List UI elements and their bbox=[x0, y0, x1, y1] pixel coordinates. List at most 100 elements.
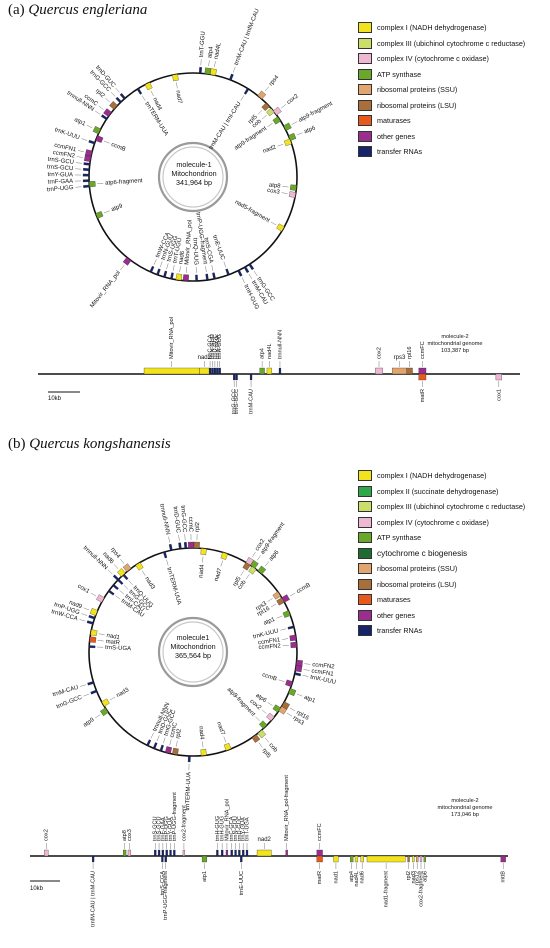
gene-leader bbox=[176, 82, 178, 89]
gene-label: Mitovir_RNA_pol bbox=[89, 270, 121, 309]
gene-label: trnQ-UUG bbox=[192, 238, 199, 266]
gene-label: trnY-GUA bbox=[168, 817, 174, 841]
gene-label: rpl2 bbox=[406, 871, 412, 880]
gene-leader bbox=[286, 712, 293, 717]
gene-block bbox=[44, 849, 49, 857]
gene-block bbox=[208, 367, 212, 375]
legend-item: complex I (NADH dehydrogenase) bbox=[358, 468, 548, 484]
gene-block bbox=[172, 73, 179, 82]
gene-leader bbox=[98, 105, 104, 110]
gene-leader bbox=[115, 595, 121, 600]
panel-a-label: (a) bbox=[8, 2, 25, 18]
gene-label: ccmB bbox=[261, 672, 277, 682]
gene-block bbox=[256, 849, 272, 857]
gene-block bbox=[172, 747, 179, 756]
gene-block bbox=[243, 266, 250, 274]
legend-swatch bbox=[358, 578, 372, 590]
gene-label: atp1 bbox=[263, 617, 277, 627]
legend-item: ribosomal proteins (LSU) bbox=[358, 98, 548, 114]
legend-swatch bbox=[358, 485, 372, 497]
gene-leader bbox=[103, 140, 110, 144]
gene-leader bbox=[232, 66, 236, 73]
gene-label: trnnull-NNN bbox=[277, 330, 283, 359]
gene-leader bbox=[119, 590, 125, 595]
legend-item: ATP synthase bbox=[358, 67, 548, 83]
gene-label: rps12 bbox=[415, 871, 421, 885]
gene-leader bbox=[123, 585, 129, 590]
gene-block bbox=[95, 211, 104, 219]
gene-block bbox=[103, 108, 112, 117]
gene-label: trnS-CGA bbox=[202, 237, 213, 264]
gene-block bbox=[295, 659, 303, 667]
gene-block bbox=[495, 373, 502, 381]
gene-block bbox=[115, 96, 122, 104]
gene-block bbox=[230, 849, 233, 857]
gene-block bbox=[86, 620, 94, 625]
gene-label: ccmFN2 bbox=[258, 643, 281, 651]
gene-label: nad7 bbox=[215, 721, 225, 736]
legend-item: other genes bbox=[358, 608, 548, 624]
gene-label: nad1 bbox=[106, 633, 121, 642]
gene-block bbox=[294, 672, 302, 677]
legend-label: complex I (NADH dehydrogenase) bbox=[377, 471, 487, 481]
gene-label: trnD-GUC bbox=[237, 816, 243, 841]
gene-label: cox3 bbox=[267, 188, 281, 196]
gene-block bbox=[90, 689, 98, 695]
legend-label: ribosomal proteins (LSU) bbox=[377, 100, 457, 110]
gene-label: rpl2 bbox=[195, 521, 201, 532]
legend-item: complex I (NADH dehydrogenase) bbox=[358, 20, 548, 36]
gene-leader bbox=[304, 663, 311, 665]
legend-label: ATP synthase bbox=[377, 69, 422, 79]
gene-label: cox2-fragment bbox=[181, 805, 187, 841]
gene-block bbox=[419, 855, 423, 863]
gene-label: trnG-GCC bbox=[234, 389, 240, 414]
legend-label: transfer RNAs bbox=[377, 147, 423, 157]
gene-block bbox=[248, 263, 255, 271]
gene-leader bbox=[81, 613, 88, 616]
gene-label: ccmC bbox=[169, 721, 179, 738]
gene-block bbox=[407, 855, 410, 863]
gene-label: trnM-CAU bbox=[249, 389, 255, 414]
molecule1-name: molecule-1 bbox=[176, 160, 212, 169]
gene-block bbox=[119, 93, 126, 100]
gene-block bbox=[418, 367, 427, 375]
gene-label: nad1 bbox=[333, 871, 339, 883]
gene-leader bbox=[75, 162, 82, 164]
molecule2-type: mitochondrial genome bbox=[427, 341, 483, 347]
gene-block bbox=[82, 179, 90, 183]
gene-label: trnK-UUU bbox=[310, 675, 337, 686]
gene-leader bbox=[264, 86, 270, 92]
legend-item: ribosomal proteins (SSU) bbox=[358, 561, 548, 577]
gene-leader bbox=[205, 266, 207, 273]
gene-block bbox=[283, 122, 292, 131]
inner-ring-inner bbox=[162, 146, 224, 208]
gene-leader bbox=[176, 740, 178, 747]
gene-block bbox=[249, 373, 253, 381]
panel-b-label: (b) bbox=[8, 436, 26, 452]
gene-block bbox=[243, 88, 250, 95]
gene-leader bbox=[128, 580, 133, 586]
gene-label: trnF-GAA bbox=[160, 817, 166, 841]
gene-label: matR bbox=[317, 871, 323, 884]
gene-label: trnTERM-UUA bbox=[165, 567, 181, 606]
gene-block bbox=[423, 855, 426, 863]
panel-a-molecule1-label: molecule-1 Mitochondrion 341,964 bp bbox=[144, 160, 244, 187]
gene-block bbox=[205, 273, 209, 281]
gene-label: cob bbox=[251, 118, 263, 129]
gene-leader bbox=[105, 97, 110, 103]
gene-label: nad2 bbox=[258, 837, 272, 843]
legend-item: ribosomal proteins (SSU) bbox=[358, 82, 548, 98]
gene-label: Mitovir_RNA_pol bbox=[169, 317, 175, 359]
gene-block bbox=[136, 88, 143, 95]
gene-block bbox=[406, 367, 413, 375]
gene-block bbox=[164, 855, 167, 863]
gene-leader bbox=[202, 741, 204, 748]
gene-leader bbox=[276, 615, 283, 619]
gene-block bbox=[100, 114, 108, 120]
gene-block bbox=[316, 855, 323, 863]
gene-block bbox=[182, 274, 189, 282]
legend-item: other genes bbox=[358, 129, 548, 145]
legend-swatch bbox=[358, 625, 372, 637]
gene-label: cox1 bbox=[76, 584, 91, 596]
